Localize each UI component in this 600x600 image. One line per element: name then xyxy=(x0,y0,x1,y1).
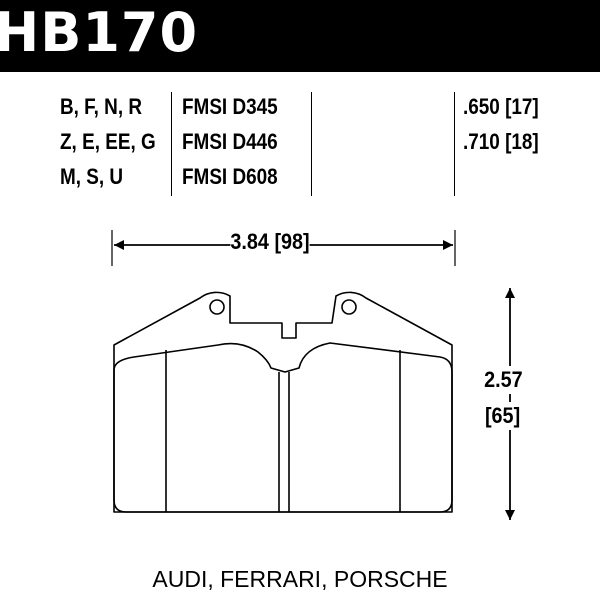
fmsi-line-3: FMSI D608 xyxy=(182,164,278,189)
part-number: HB170 xyxy=(0,1,199,64)
header-bar: HB170 xyxy=(0,0,600,72)
width-dimension-label: 3.84 [98] xyxy=(230,229,310,254)
friction-material-outline xyxy=(113,342,453,513)
height-dimension-label-mm: [65] xyxy=(484,402,521,430)
mounting-hole-left xyxy=(209,299,225,315)
spec-divider-right xyxy=(454,92,455,196)
height-dimension-label-in: 2.57 xyxy=(484,366,523,394)
thickness-line-1: .650 [17] xyxy=(463,94,539,119)
mounting-hole-right xyxy=(341,299,357,315)
compound-line-3: M, S, U xyxy=(60,164,124,189)
spec-divider-middle xyxy=(311,92,312,196)
backing-plate-outline xyxy=(113,291,453,513)
fmsi-line-2: FMSI D446 xyxy=(182,129,278,154)
pad-outline xyxy=(113,291,453,513)
compound-line-2: Z, E, EE, G xyxy=(60,129,156,154)
applications-label: AUDI, FERRARI, PORSCHE xyxy=(152,566,448,592)
compound-line-1: B, F, N, R xyxy=(60,94,142,119)
fmsi-line-1: FMSI D345 xyxy=(182,94,278,119)
thickness-line-2: .710 [18] xyxy=(463,129,539,154)
spec-divider-left xyxy=(171,92,172,196)
